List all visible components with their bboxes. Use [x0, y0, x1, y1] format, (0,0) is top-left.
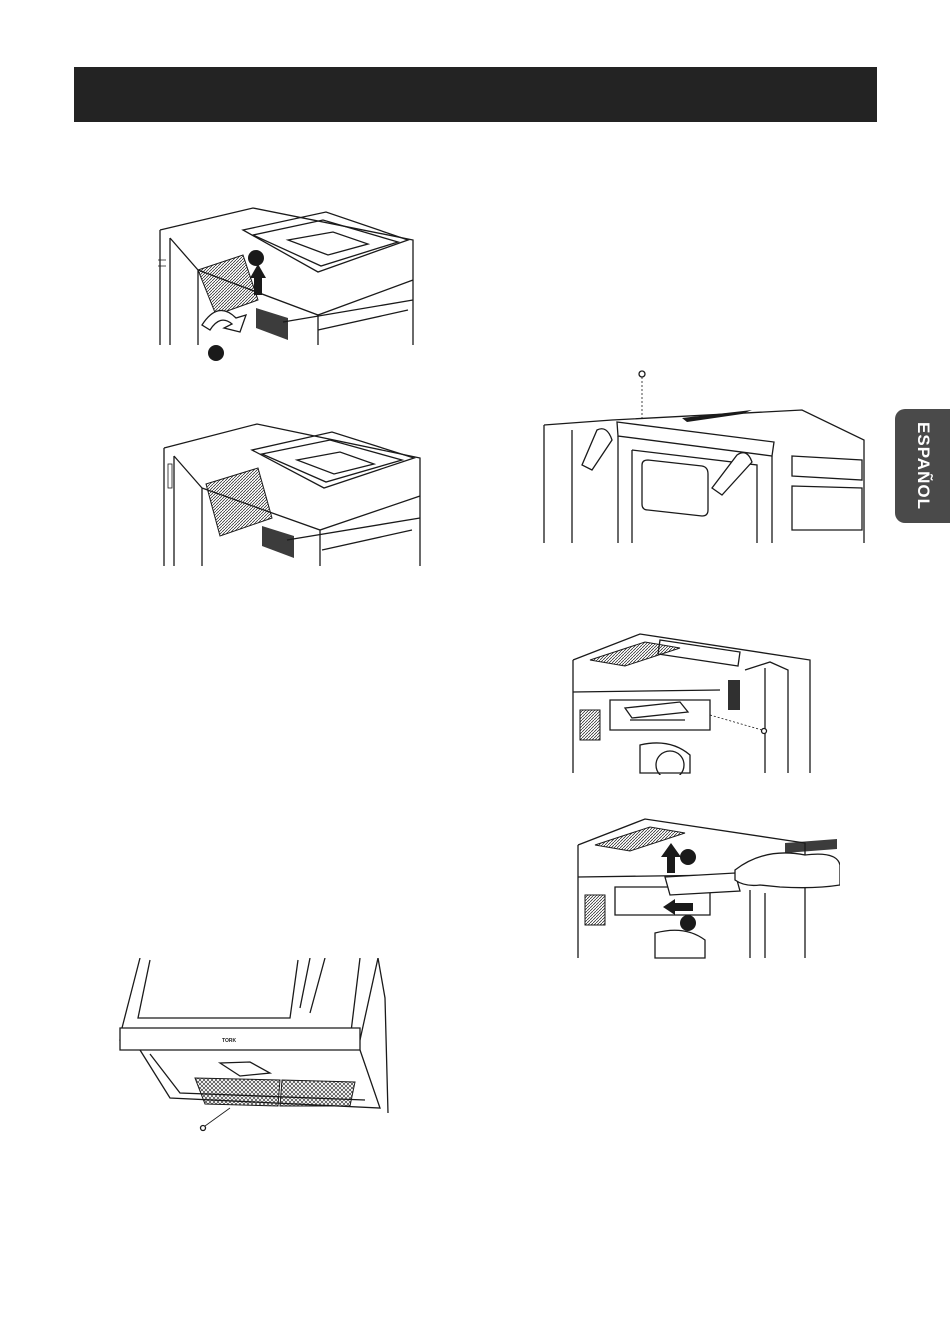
filter-underside-illustration: TORK — [110, 958, 390, 1143]
figure-filter-underside: TORK — [110, 958, 390, 1143]
figure-door-panel-removal — [542, 370, 872, 545]
figure-grille-removal — [158, 200, 420, 365]
section-header-bar — [74, 67, 877, 122]
grille-installed-illustration — [162, 418, 422, 568]
light-cover-removal-illustration — [575, 815, 840, 960]
figure-grille-installed — [162, 418, 422, 568]
language-tab-label: ESPAÑOL — [913, 422, 933, 510]
light-cover-closeup-illustration — [570, 630, 815, 775]
grille-removal-illustration — [158, 200, 420, 365]
door-panel-removal-illustration — [542, 370, 872, 545]
figure-light-cover-closeup — [570, 630, 815, 775]
figure-light-cover-removal — [575, 815, 840, 960]
brand-mark: TORK — [222, 1038, 236, 1044]
language-tab: ESPAÑOL — [895, 409, 950, 523]
